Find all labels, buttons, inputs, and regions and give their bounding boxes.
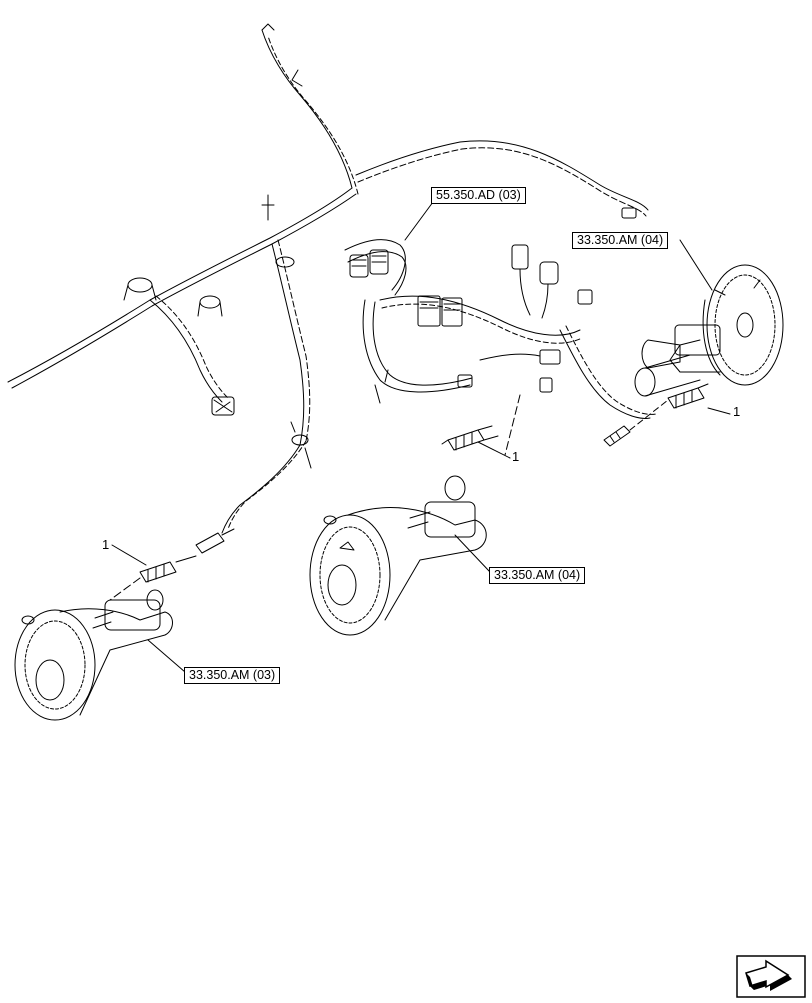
- next-page-arrow-icon[interactable]: [736, 955, 806, 998]
- speed-sensor-right: [603, 383, 709, 447]
- callout-item-left: 1: [102, 537, 110, 552]
- connector-cluster: [344, 207, 657, 456]
- reference-55-350-ad[interactable]: 55.350.AD (03): [431, 187, 526, 204]
- reference-33-350-am-top[interactable]: 33.350.AM (04): [572, 232, 669, 249]
- callout-item-right: 1: [733, 404, 741, 419]
- speed-sensor-left: [109, 528, 235, 601]
- axle-hub-top-right: [634, 264, 784, 397]
- harness-branch-left: [149, 239, 311, 534]
- reference-33-350-am-low[interactable]: 33.350.AM (03): [184, 667, 281, 684]
- harness-trunk: [7, 29, 649, 389]
- leader-lines: [111, 201, 731, 673]
- harness-clips: [123, 23, 312, 469]
- speed-sensor-center: [441, 425, 499, 451]
- axle-hub-lower-left: [14, 589, 173, 721]
- axle-hub-center: [309, 475, 487, 636]
- reference-33-350-am-mid[interactable]: 33.350.AM (04): [489, 567, 586, 584]
- callout-item-center: 1: [512, 449, 520, 464]
